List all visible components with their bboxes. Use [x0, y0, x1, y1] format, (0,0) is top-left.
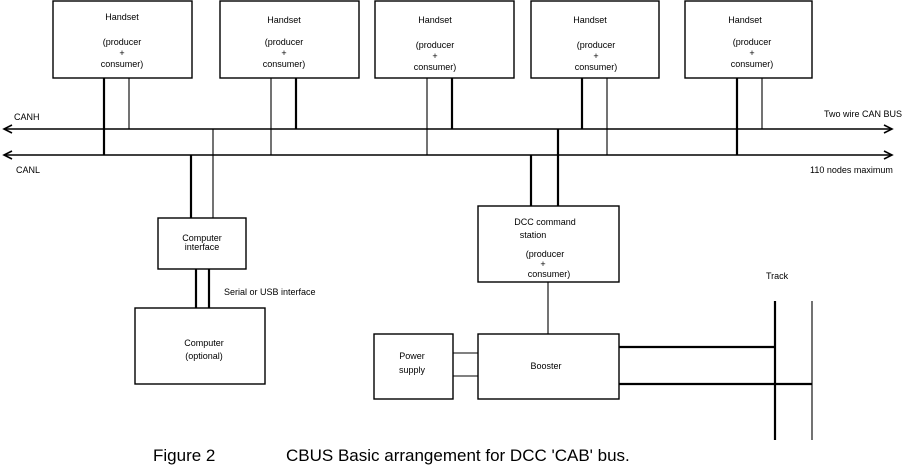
handset-3: Handset (producer + consumer)	[374, 0, 515, 79]
handset-5-role: (producer	[733, 37, 772, 47]
command-station-drops	[529, 129, 560, 206]
computer-interface-drops	[189, 129, 214, 218]
handset-4-role2: consumer)	[575, 62, 618, 72]
computer: Computer (optional)	[134, 307, 266, 385]
canh-label: CANH	[14, 112, 40, 122]
handset-1-plus: +	[119, 48, 124, 58]
handset-4: Handset (producer + consumer)	[530, 0, 660, 79]
node-limit-label: 110 nodes maximum	[810, 165, 893, 175]
handset-3-role2: consumer)	[414, 62, 457, 72]
command-station-line4: +	[540, 259, 545, 269]
power-supply: Power supply	[373, 333, 454, 400]
handset-1-title: Handset	[105, 12, 139, 22]
handset-2: Handset (producer + consumer)	[219, 0, 360, 79]
canl-arrow-left	[2, 150, 13, 160]
power-supply-line2: supply	[399, 365, 426, 375]
track	[773, 301, 813, 440]
dcc-command-station: DCC command station (producer + consumer…	[477, 205, 620, 283]
handset-2-role: (producer	[265, 37, 304, 47]
figure-caption: CBUS Basic arrangement for DCC 'CAB' bus…	[286, 446, 630, 465]
computer-interface-line2: interface	[185, 242, 220, 252]
canh-arrow-right	[883, 124, 894, 134]
figure-number: Figure 2	[153, 446, 215, 465]
computer-interface: Computer interface	[157, 217, 247, 270]
command-station-line3: (producer	[526, 249, 565, 259]
computer-line2: (optional)	[185, 351, 223, 361]
can-bus-label: Two wire CAN BUS	[824, 109, 902, 119]
handset-2-title: Handset	[267, 15, 301, 25]
booster: Booster	[477, 333, 620, 400]
computer-interface-line1: Computer	[182, 233, 222, 243]
handset-1-role2: consumer)	[101, 59, 144, 69]
power-supply-line1: Power	[399, 351, 425, 361]
canl-arrow-right	[883, 150, 894, 160]
serial-link	[194, 269, 211, 308]
computer-line1: Computer	[184, 338, 224, 348]
handset-1-role: (producer	[103, 37, 142, 47]
handset-4-title: Handset	[573, 15, 607, 25]
handset-5-plus: +	[749, 48, 754, 58]
handset-1: Handset (producer + consumer)	[52, 0, 193, 79]
handset-3-title: Handset	[418, 15, 452, 25]
booster-label: Booster	[530, 361, 561, 371]
handset-3-plus: +	[432, 51, 437, 61]
handset-3-role: (producer	[416, 40, 455, 50]
track-label: Track	[766, 271, 789, 281]
serial-usb-label: Serial or USB interface	[224, 287, 316, 297]
handset-4-role: (producer	[577, 40, 616, 50]
handset-drops	[102, 78, 763, 155]
booster-track-link	[619, 345, 812, 386]
handset-2-role2: consumer)	[263, 59, 306, 69]
handset-2-plus: +	[281, 48, 286, 58]
handset-5: Handset (producer + consumer)	[684, 0, 813, 79]
power-booster-link	[453, 352, 478, 377]
command-station-line2: station	[520, 230, 547, 240]
canh-arrow-left	[2, 124, 13, 134]
command-station-line1: DCC command	[514, 217, 576, 227]
command-station-line5: consumer)	[528, 269, 571, 279]
can-bus	[2, 124, 894, 160]
canl-label: CANL	[16, 165, 40, 175]
handset-5-title: Handset	[728, 15, 762, 25]
handset-4-plus: +	[593, 51, 598, 61]
handset-5-role2: consumer)	[731, 59, 774, 69]
